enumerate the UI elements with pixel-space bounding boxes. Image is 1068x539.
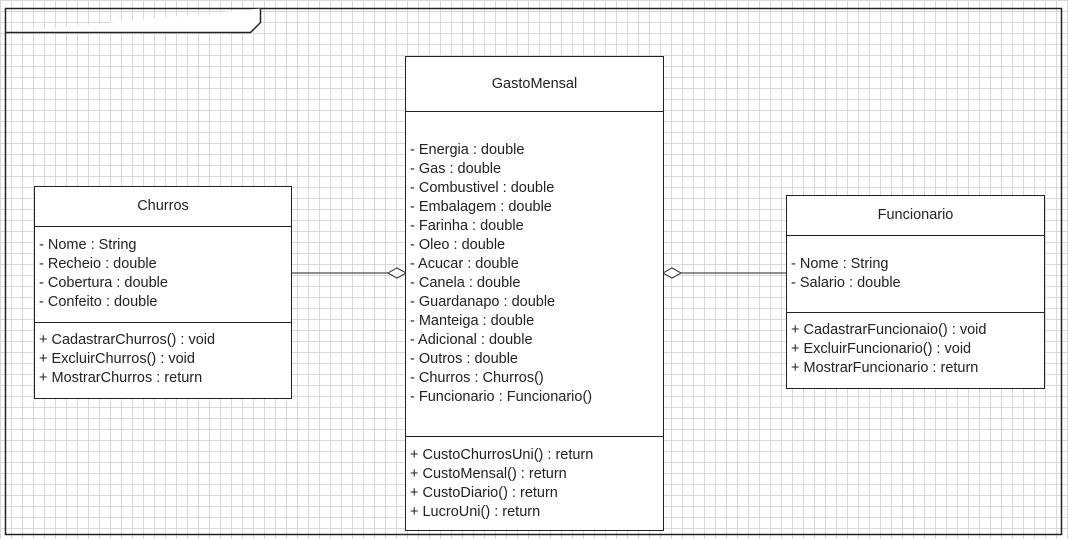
class-name: Funcionario <box>787 196 1044 236</box>
operations-section: + CadastrarFuncionaio() : void + Excluir… <box>787 313 1044 378</box>
class-name: GastoMensal <box>406 57 663 112</box>
operation: + LucroUni() : return <box>410 504 541 520</box>
aggregation-diamond-churros <box>386 267 408 279</box>
operation: + MostrarFuncionario : return <box>791 360 979 376</box>
attribute: - Salario : double <box>791 275 901 291</box>
attribute: - Guardanapo : double <box>410 294 556 310</box>
operation: + CustoMensal() : return <box>410 466 567 482</box>
frame-name-tab[interactable] <box>5 8 262 34</box>
operation: + ExcluirFuncionario() : void <box>791 341 972 357</box>
operations-section: + CustoChurrosUni() : return + CustoMens… <box>406 437 663 522</box>
attribute: - Manteiga : double <box>410 313 535 329</box>
operation: + ExcluirChurros() : void <box>39 351 195 367</box>
attribute: - Farinha : double <box>410 218 524 234</box>
class-name: Churros <box>35 187 291 227</box>
operation: + CustoDiario() : return <box>410 485 558 501</box>
attribute: - Nome : String <box>791 256 889 272</box>
attribute: - Acucar : double <box>410 256 519 272</box>
class-gastomensal[interactable]: GastoMensal - Energia : double - Gas : d… <box>405 56 664 531</box>
diagram-frame <box>4 7 1063 536</box>
attribute: - Churros : Churros() <box>410 370 544 386</box>
operation: + CadastrarChurros() : void <box>39 332 216 348</box>
operation: + CadastrarFuncionaio() : void <box>791 322 987 338</box>
attribute: - Energia : double <box>410 142 525 158</box>
aggregation-diamond-funcionario <box>661 267 683 279</box>
attribute: - Embalagem : double <box>410 199 552 215</box>
class-churros[interactable]: Churros - Nome : String - Recheio : doub… <box>34 186 292 399</box>
attribute: - Nome : String <box>39 237 137 253</box>
attribute: - Combustivel : double <box>410 180 555 196</box>
operation: + CustoChurrosUni() : return <box>410 447 594 463</box>
attributes-section: - Nome : String - Salario : double <box>787 236 1044 313</box>
attribute: - Cobertura : double <box>39 275 168 291</box>
attribute: - Outros : double <box>410 351 518 367</box>
attribute: - Gas : double <box>410 161 502 177</box>
class-funcionario[interactable]: Funcionario - Nome : String - Salario : … <box>786 195 1045 389</box>
operations-section: + CadastrarChurros() : void + ExcluirChu… <box>35 323 291 388</box>
operation: + MostrarChurros : return <box>39 370 203 386</box>
attribute: - Oleo : double <box>410 237 506 253</box>
attribute: - Funcionario : Funcionario() <box>410 389 593 405</box>
attributes-section: - Energia : double - Gas : double - Comb… <box>406 112 663 437</box>
attribute: - Recheio : double <box>39 256 157 272</box>
attribute: - Canela : double <box>410 275 521 291</box>
attribute: - Adicional : double <box>410 332 533 348</box>
attribute: - Confeito : double <box>39 294 158 310</box>
attributes-section: - Nome : String - Recheio : double - Cob… <box>35 227 291 323</box>
